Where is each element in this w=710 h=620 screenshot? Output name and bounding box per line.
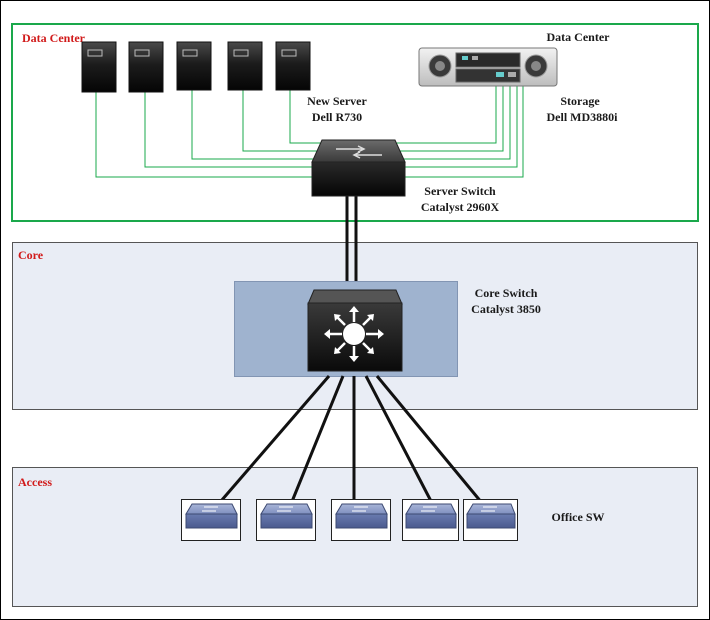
server-switch-label-line2: Catalyst 2960X [421,200,500,214]
storage-label-line2: Dell MD3880i [547,110,619,124]
server-3 [176,41,212,91]
storage-label-line1: Storage [560,94,600,108]
core-switch-label-line2: Catalyst 3850 [471,302,541,316]
new-server-label-line2: Dell R730 [312,110,362,124]
workgroup-switch-icon [260,503,313,515]
tower-server-icon [227,41,263,91]
server-2 [128,41,164,93]
access-link-1 [213,375,331,509]
office-switch-5 [463,499,518,541]
tower-server-icon [275,41,311,91]
core-switch-label-line1: Core Switch [475,286,538,300]
workgroup-switch-icon [335,503,388,515]
office-switch-3 [331,499,391,541]
server-link-1 [95,86,524,178]
workgroup-switch-icon [405,503,457,515]
office-switch-4 [402,499,459,541]
uplinks-to-core [345,195,358,282]
new-server-label-line1: New Server [307,94,367,108]
server-1 [81,41,117,93]
workgroup-switch-icon [185,503,238,515]
tower-server-icon [176,41,212,91]
office-sw-label: Office SW [552,510,605,524]
office-switch-1 [181,499,241,541]
server-switch-label-line1: Server Switch [424,184,496,198]
access-link-4 [364,375,435,506]
server-4 [227,41,263,91]
access-links [213,375,484,509]
data-center-zone-label: Data Center [22,31,86,45]
access-link-5 [375,375,484,504]
storage-array [418,47,558,87]
access-zone-label: Access [18,475,52,489]
office-switch-2 [256,499,316,541]
storage-site-label: Data Center [547,30,611,44]
access-link-2 [289,375,345,505]
core-switch [307,289,403,372]
core-zone-label: Core [18,248,44,262]
server-5 [275,41,311,91]
server-switch [311,139,406,197]
workgroup-switch-icon [466,503,516,515]
